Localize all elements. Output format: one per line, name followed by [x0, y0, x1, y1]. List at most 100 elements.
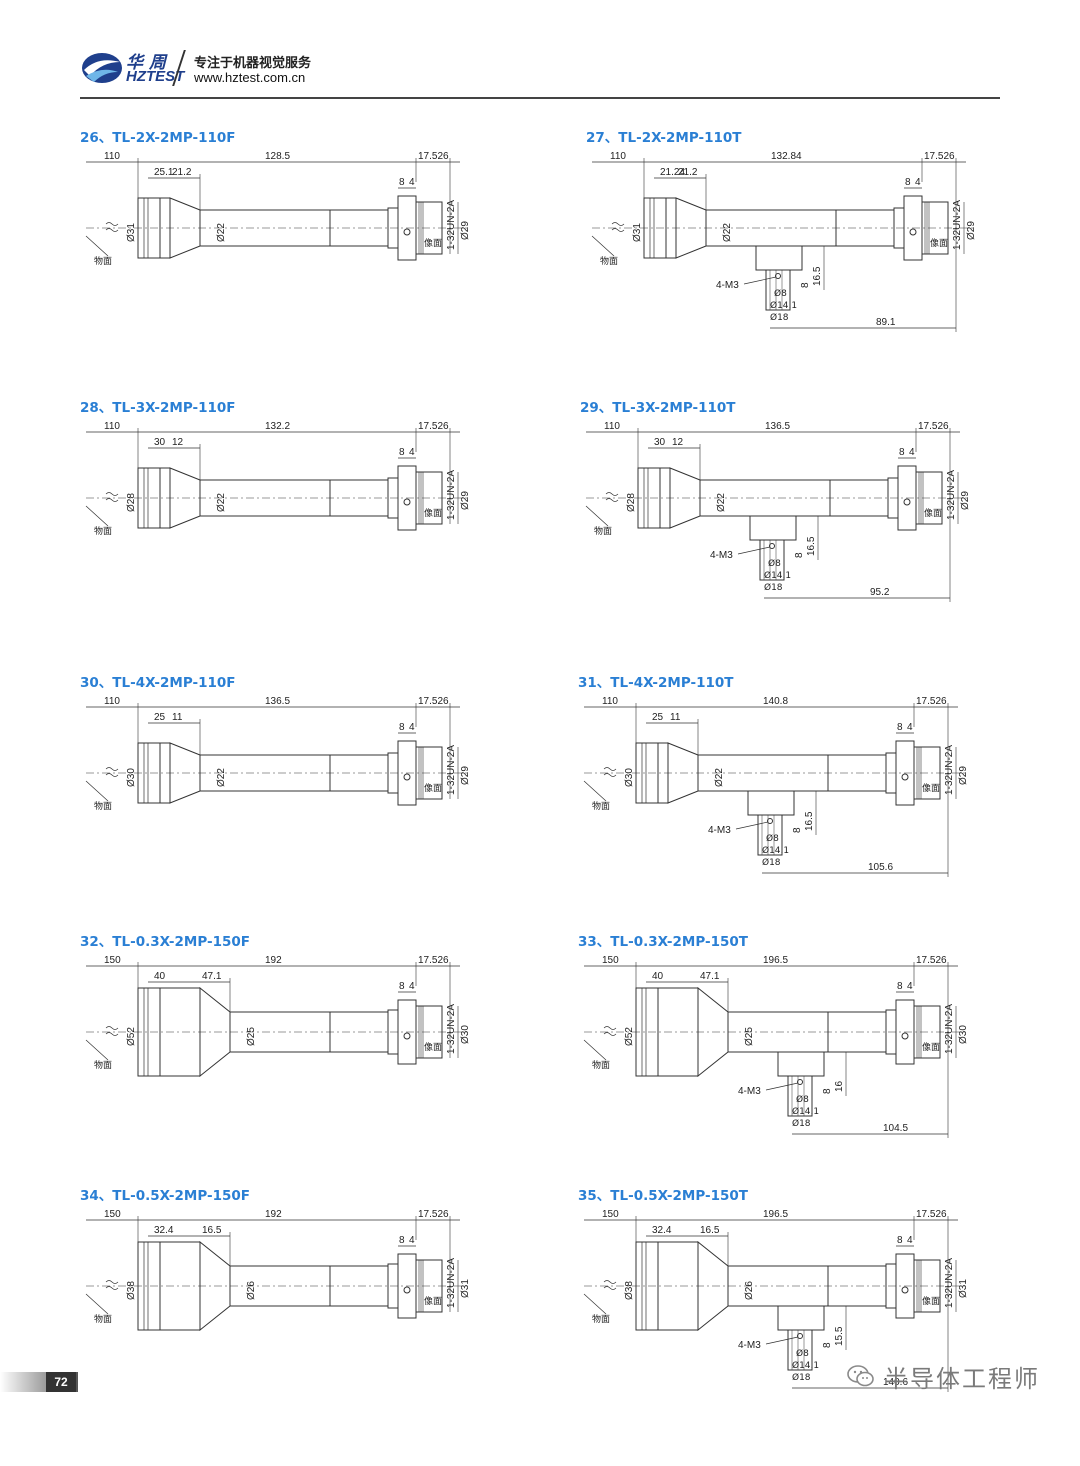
page-header: 华周 HZTEST 专注于机器视觉服务 www.hztest.com.cn: [0, 0, 1080, 100]
dim-port-d1: Ø8: [796, 1094, 809, 1105]
thread-section: [921, 201, 949, 255]
m3-hole-icon: [767, 818, 773, 824]
mount-spec-label: 4-M3: [708, 825, 731, 836]
dim-image-distance: 17.526: [916, 696, 947, 707]
break-mark: [105, 222, 119, 232]
dim-port-d2: Ø14.1: [762, 845, 789, 856]
dim-port-d1: Ø8: [766, 833, 779, 844]
set-screw-icon: [901, 773, 909, 781]
dim-mount-4: 4: [409, 177, 415, 188]
mount-leader: [743, 276, 777, 285]
m3-hole-icon: [769, 543, 775, 549]
image-plane-label: 像面: [424, 1041, 442, 1053]
drawing-title: 35、TL-0.5X-2MP-150T: [578, 1188, 749, 1204]
dim-object-distance: 150: [104, 1209, 121, 1220]
drawing-title: 34、TL-0.5X-2MP-150F: [80, 1188, 251, 1204]
dim-port-d1: Ø8: [774, 288, 787, 299]
thread-section: [913, 1005, 941, 1059]
side-port-stem: [757, 814, 783, 856]
drawing-title: 31、TL-4X-2MP-110T: [578, 675, 734, 691]
header-rule: [80, 97, 1000, 99]
dim-image-distance: 17.526: [418, 151, 449, 162]
thread-spec-label: 1-32UN-2A: [446, 470, 457, 520]
dim-mount-8: 8: [905, 177, 911, 188]
dim-front-diameter: Ø30: [624, 768, 635, 787]
dim-mount-8: 8: [399, 447, 405, 458]
dim-section-a: 25: [154, 712, 166, 723]
image-plane-label: 像面: [424, 1295, 442, 1307]
image-plane-label: 像面: [424, 507, 442, 519]
set-screw-icon: [403, 1032, 411, 1040]
dim-front-diameter: Ø52: [126, 1027, 137, 1046]
dim-mount-4: 4: [409, 447, 415, 458]
dim-port-height-8: 8: [822, 1342, 833, 1348]
dim-image-distance: 17.526: [418, 696, 449, 707]
object-plane-leader: [85, 505, 109, 527]
dim-port-height: 16.5: [804, 811, 815, 831]
thread-section: [415, 746, 443, 800]
brand-name-cn: 华周: [126, 53, 172, 73]
set-screw-icon: [901, 1032, 909, 1040]
dim-port-d2: Ø14.1: [770, 300, 797, 311]
thread-section: [415, 471, 443, 525]
object-plane-label: 物面: [94, 1059, 112, 1071]
dim-image-distance: 17.526: [418, 421, 449, 432]
dim-port-d3: Ø18: [792, 1118, 811, 1129]
dim-front-diameter: Ø28: [126, 493, 137, 512]
object-plane-leader: [85, 1039, 109, 1061]
dim-section-a: 40: [652, 971, 664, 982]
dim-back-diameter: Ø29: [460, 491, 471, 510]
dim-object-distance: 110: [104, 151, 120, 162]
thread-spec-label: 1-32UN-2A: [446, 1004, 457, 1054]
image-plane-label: 像面: [424, 237, 442, 249]
image-plane-label: 像面: [424, 782, 442, 794]
mount-spec-label: 4-M3: [716, 280, 739, 291]
dim-image-distance: 17.526: [924, 151, 955, 162]
break-mark: [105, 492, 119, 502]
dim-front-diameter: Ø28: [626, 493, 637, 512]
dim-back-diameter: Ø29: [958, 766, 969, 785]
mount-leader: [737, 546, 771, 555]
side-port-block: [777, 1051, 825, 1077]
dim-back-diameter: Ø29: [460, 766, 471, 785]
dim-total-length: 132.84: [771, 151, 802, 162]
dim-image-distance: 17.526: [418, 1209, 449, 1220]
thread-spec-label: 1-32UN-2A: [446, 200, 457, 250]
m3-hole-icon: [797, 1079, 803, 1085]
dim-section-b: 47.1: [202, 971, 222, 982]
thread-spec-label: 1-32UN-2A: [446, 745, 457, 795]
dim-mount-4: 4: [907, 1235, 913, 1246]
dim-section-a: 30: [154, 437, 166, 448]
dim-image-distance: 17.526: [916, 1209, 947, 1220]
break-mark: [603, 767, 617, 777]
object-plane-label: 物面: [600, 255, 618, 267]
dim-mount-8: 8: [897, 981, 903, 992]
dim-back-diameter: Ø29: [966, 221, 977, 240]
object-plane-label: 物面: [94, 1313, 112, 1325]
object-plane-label: 物面: [592, 800, 610, 812]
thread-spec-label: 1-32UN-2A: [944, 1258, 955, 1308]
object-plane-leader: [85, 780, 109, 802]
dim-section-b: 21.2: [172, 167, 192, 178]
dim-object-distance: 110: [604, 421, 620, 432]
dim-section-a: 32.4: [154, 1225, 174, 1236]
dim-front-diameter: Ø38: [126, 1281, 137, 1300]
set-screw-icon: [903, 498, 911, 506]
side-port-stem: [765, 269, 791, 311]
break-mark: [105, 1026, 119, 1036]
break-mark: [605, 492, 619, 502]
dim-port-height: 16.5: [806, 536, 817, 556]
image-plane-label: 像面: [922, 782, 940, 794]
drawing-title: 26、TL-2X-2MP-110F: [80, 130, 236, 146]
object-plane-label: 物面: [94, 525, 112, 537]
object-plane-label: 物面: [592, 1313, 610, 1325]
dim-tube-diameter: Ø22: [722, 223, 733, 242]
drawing-title: 30、TL-4X-2MP-110F: [80, 675, 236, 691]
object-plane-leader: [85, 235, 109, 257]
dim-section-b: 12: [672, 437, 684, 448]
wechat-icon: [847, 1365, 874, 1387]
drawing-title: 33、TL-0.3X-2MP-150T: [578, 934, 749, 950]
set-screw-icon: [403, 773, 411, 781]
